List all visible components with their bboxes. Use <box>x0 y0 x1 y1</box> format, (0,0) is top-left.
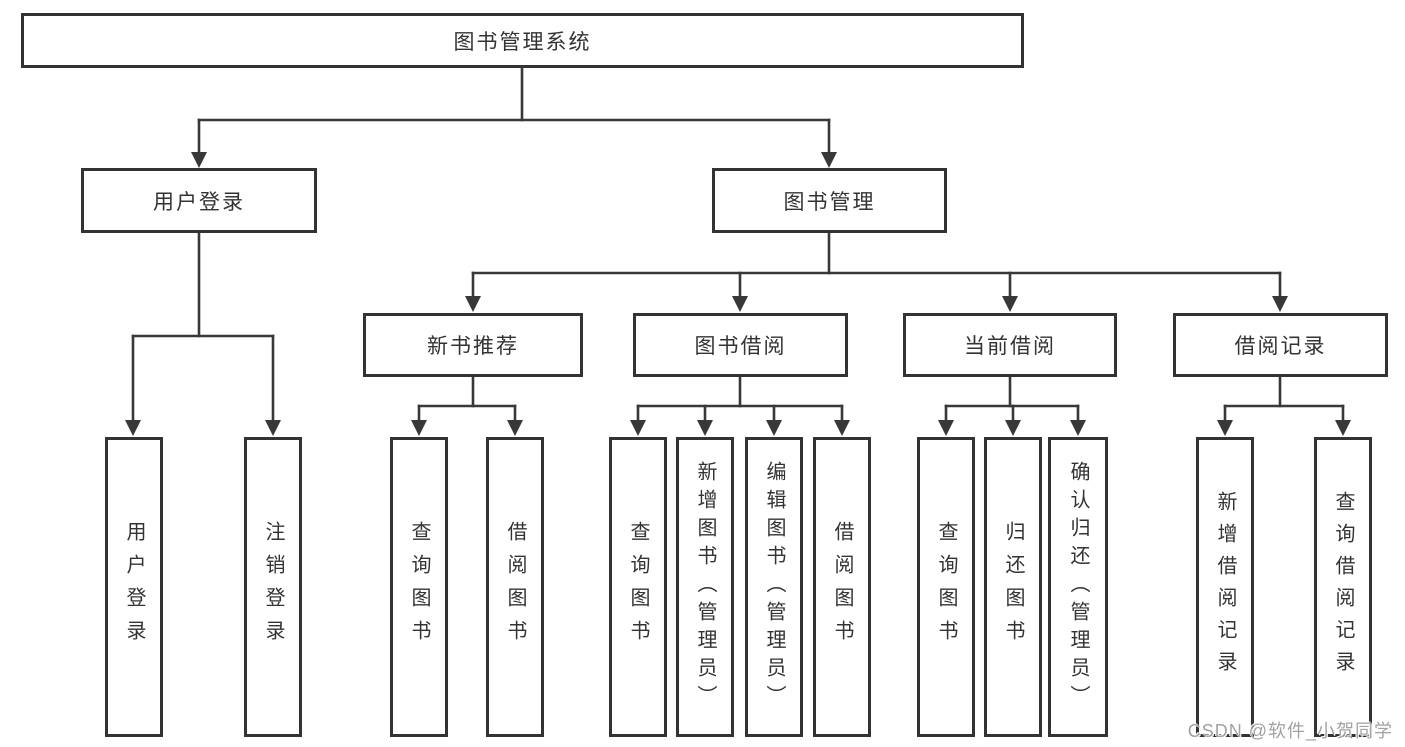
leaf-label: 确认归还（管理员） <box>1067 461 1089 713</box>
arrowhead <box>821 152 837 168</box>
arrowhead <box>1217 420 1233 436</box>
leaf-label: 用户登录 <box>123 521 145 653</box>
arrowhead <box>465 296 481 312</box>
node-borrow-records: 借阅记录 <box>1173 313 1388 377</box>
leaf-add-books-admin: 新增图书（管理员） <box>676 437 734 737</box>
leaf-return-books: 归还图书 <box>984 437 1042 737</box>
arrowhead <box>630 420 646 436</box>
arrowhead <box>1070 420 1086 436</box>
arrowhead <box>938 420 954 436</box>
arrowhead <box>411 420 427 436</box>
leaf-label: 借阅图书 <box>831 521 853 653</box>
leaf-label: 查询图书 <box>408 521 430 653</box>
arrowhead <box>1272 296 1288 312</box>
node-library-system: 图书管理系统 <box>21 13 1024 68</box>
connector-login-to-leaves <box>125 231 281 436</box>
leaf-borrow-books: 借阅图书 <box>813 437 871 737</box>
node-label: 用户登录 <box>153 190 245 214</box>
node-book-management: 图书管理 <box>712 168 947 233</box>
node-user-login: 用户登录 <box>81 168 317 233</box>
node-label: 图书管理系统 <box>453 30 592 54</box>
node-new-book-recommend: 新书推荐 <box>363 313 583 377</box>
leaf-label: 新增借阅记录 <box>1214 491 1236 683</box>
leaf-query-borrow-record: 查询借阅记录 <box>1314 437 1372 737</box>
arrowhead <box>732 296 748 312</box>
arrowhead <box>265 420 281 436</box>
leaf-label: 归还图书 <box>1002 521 1024 653</box>
arrowhead <box>766 420 782 436</box>
connector-recommend-to-leaves <box>411 375 523 436</box>
leaf-label: 编辑图书（管理员） <box>763 461 785 713</box>
arrowhead <box>1002 296 1018 312</box>
connector-records-to-leaves <box>1217 375 1351 436</box>
leaf-query-books-recommend: 查询图书 <box>390 437 448 737</box>
node-book-borrow: 图书借阅 <box>633 313 848 377</box>
watermark: CSDN @软件_小贺同学 <box>1187 721 1393 741</box>
connector-management-to-level3 <box>465 231 1288 312</box>
node-label: 借阅记录 <box>1234 335 1327 358</box>
connector-root-to-level2 <box>191 65 837 168</box>
node-label: 新书推荐 <box>427 335 519 358</box>
arrowhead <box>125 420 141 436</box>
leaf-label: 查询图书 <box>627 521 649 653</box>
leaf-label: 查询图书 <box>935 521 957 653</box>
arrowhead <box>697 420 713 436</box>
leaf-query-books-borrow: 查询图书 <box>609 437 667 737</box>
leaf-logout-login: 注销登录 <box>244 437 302 737</box>
leaf-edit-books-admin: 编辑图书（管理员） <box>745 437 803 737</box>
arrowhead <box>191 152 207 168</box>
arrowhead <box>507 420 523 436</box>
arrowhead <box>1335 420 1351 436</box>
node-label: 图书管理 <box>783 190 876 214</box>
leaf-label: 注销登录 <box>262 521 284 653</box>
arrowhead <box>834 420 850 436</box>
connector-borrow-to-leaves <box>630 375 850 436</box>
node-label: 当前借阅 <box>964 335 1056 358</box>
connector-current-to-leaves <box>938 375 1086 436</box>
leaf-label: 新增图书（管理员） <box>694 461 716 713</box>
leaf-user-login: 用户登录 <box>105 437 163 737</box>
node-label: 图书借阅 <box>694 335 787 358</box>
arrowhead <box>1005 420 1021 436</box>
leaf-add-borrow-record: 新增借阅记录 <box>1196 437 1254 737</box>
leaf-borrow-books-recommend: 借阅图书 <box>486 437 544 737</box>
leaf-query-books-current: 查询图书 <box>917 437 975 737</box>
leaf-confirm-return-admin: 确认归还（管理员） <box>1048 437 1108 737</box>
leaf-label: 借阅图书 <box>504 521 526 653</box>
leaf-label: 查询借阅记录 <box>1332 491 1354 683</box>
node-current-borrow: 当前借阅 <box>903 313 1117 377</box>
